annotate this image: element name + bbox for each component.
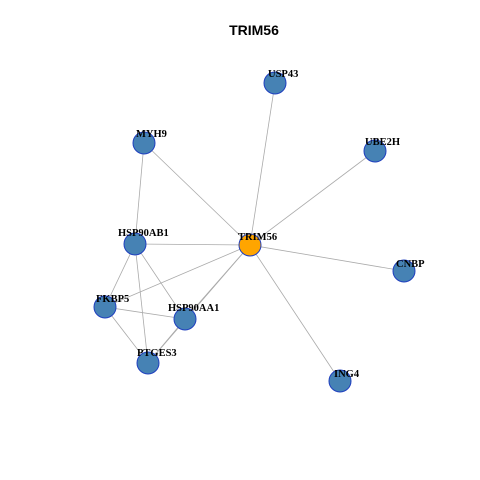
edge-fkbp5-ptges3 bbox=[104, 306, 149, 364]
edge-trim56-cnbp bbox=[249, 244, 405, 272]
node-label-ube2h: UBE2H bbox=[365, 137, 400, 148]
node-fkbp5 bbox=[93, 295, 117, 319]
node-label-ptges3: PTGES3 bbox=[137, 348, 177, 359]
node-ptges3 bbox=[136, 351, 160, 375]
node-cnbp bbox=[392, 259, 416, 283]
node-ube2h bbox=[363, 139, 387, 163]
node-label-ing4: ING4 bbox=[334, 369, 360, 380]
diagram-title: TRIM56 bbox=[229, 22, 279, 38]
node-label-hsp90ab1: HSP90AB1 bbox=[118, 228, 169, 239]
edge-myh9-hsp90ab1 bbox=[134, 142, 145, 245]
edge-layer bbox=[104, 82, 405, 382]
edge-trim56-fkbp5 bbox=[104, 244, 251, 308]
node-label-cnbp: CNBP bbox=[396, 259, 425, 270]
node-label-trim56: TRIM56 bbox=[238, 232, 277, 243]
edge-fkbp5-hsp90aa1 bbox=[104, 306, 186, 320]
node-myh9 bbox=[132, 131, 156, 155]
edge-trim56-usp43 bbox=[249, 82, 276, 246]
edge-hsp90ab1-hsp90aa1 bbox=[134, 243, 186, 320]
node-trim56 bbox=[238, 233, 262, 257]
node-usp43 bbox=[263, 71, 287, 95]
node-layer bbox=[93, 71, 416, 393]
node-ing4 bbox=[328, 369, 352, 393]
node-label-fkbp5: FKBP5 bbox=[96, 294, 129, 305]
edge-trim56-hsp90ab1 bbox=[134, 243, 251, 246]
edge-trim56-ing4 bbox=[249, 244, 341, 382]
node-hsp90aa1 bbox=[173, 307, 197, 331]
node-label-usp43: USP43 bbox=[268, 69, 298, 80]
edge-hsp90ab1-ptges3 bbox=[134, 243, 149, 364]
edge-trim56-ube2h bbox=[249, 150, 376, 246]
node-label-myh9: MYH9 bbox=[136, 129, 167, 140]
edge-trim56-myh9 bbox=[143, 142, 251, 246]
edge-hsp90ab1-fkbp5 bbox=[104, 243, 136, 308]
node-label-hsp90aa1: HSP90AA1 bbox=[168, 303, 219, 314]
node-hsp90ab1 bbox=[123, 232, 147, 256]
